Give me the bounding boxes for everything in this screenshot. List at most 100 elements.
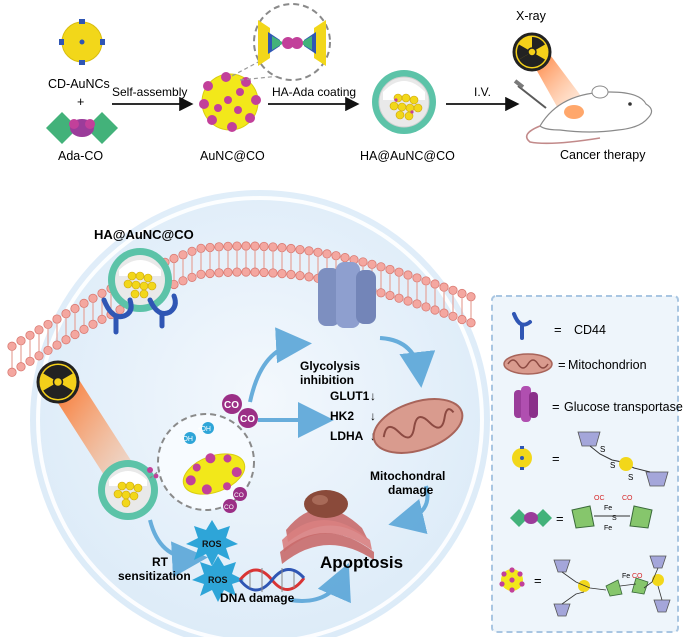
ldha-label: LDHA: [330, 429, 364, 443]
co-label: CO: [632, 573, 643, 580]
cd44-icon: [512, 312, 532, 340]
lipid-head: [250, 241, 260, 251]
lipid-head: [43, 319, 53, 330]
lipid-head: [430, 305, 440, 315]
lipid-head: [376, 288, 386, 298]
glut1-arrow: ↓: [370, 389, 376, 403]
lipid-head: [232, 267, 242, 277]
ros-burst: [192, 556, 244, 602]
lipid-head: [97, 288, 107, 298]
co-bubble: [238, 408, 258, 428]
co-small-text: CO: [224, 504, 234, 511]
legend-eq: =: [552, 451, 560, 466]
legend-eq: =: [554, 322, 562, 337]
irradiated-particle: [98, 460, 159, 520]
lipid-head: [394, 267, 404, 277]
lipid-head: [196, 243, 206, 253]
lipid-head: [259, 241, 269, 252]
lipid-head: [241, 241, 251, 251]
xray-label: X-ray: [516, 9, 547, 23]
co-label: CO: [622, 495, 633, 502]
glycolysis-label: Glycolysis: [300, 359, 360, 373]
glucose-transporter: [318, 262, 376, 328]
mouse-illustration: [513, 79, 653, 145]
cd-aunc-icon: [59, 19, 105, 65]
co-text: CO: [240, 414, 255, 425]
lipid-head: [52, 340, 62, 350]
lipid-head: [403, 270, 413, 280]
cd-aunc-legend-icon: [512, 446, 532, 470]
lipid-head: [367, 259, 377, 269]
ada-co-label: Ada-CO: [58, 149, 103, 163]
lipid-head: [277, 243, 287, 253]
lipid-head: [313, 247, 323, 257]
lipid-head: [268, 268, 278, 278]
lipid-head: [457, 314, 467, 325]
lipid-head: [43, 345, 53, 356]
glut1-label: GLUT1: [330, 389, 370, 403]
aunc-co-legend-icon: [499, 567, 525, 593]
ros-text: ROS: [208, 575, 228, 585]
oh-radical: •OH: [198, 426, 211, 433]
lipid-head: [448, 311, 458, 321]
lipid-head: [268, 242, 278, 252]
lipid-head: [115, 305, 125, 315]
glucose-transporter-icon: [514, 386, 538, 422]
lipid-head: [241, 267, 251, 277]
lipid-head: [88, 293, 98, 303]
lipid-head: [331, 251, 341, 261]
sulfur-label: S: [612, 515, 617, 522]
lipid-head: [277, 269, 287, 279]
lipid-head: [97, 314, 107, 324]
self-assembly-label: Self-assembly: [112, 85, 187, 99]
lipid-head: [61, 309, 71, 319]
mitochondrion: [372, 398, 464, 454]
lipid-head: [448, 285, 458, 295]
legend-eq: =: [556, 511, 564, 526]
lipid-head: [286, 243, 296, 254]
lipid-head: [421, 302, 431, 312]
radiation-icon: [36, 360, 80, 404]
legend-box: [491, 295, 679, 633]
legend-mito: Mitochondrion: [568, 358, 647, 372]
lipid-head: [412, 299, 422, 309]
zoom-inset: [253, 3, 331, 81]
iv-label: I.V.: [474, 85, 491, 99]
lipid-head: [286, 269, 296, 280]
lipid-head: [7, 367, 17, 377]
lipid-head: [439, 282, 449, 292]
mito-damage-label-1: Mitochondral: [370, 469, 445, 483]
legend-eq: =: [534, 573, 542, 588]
lipid-head: [376, 262, 386, 272]
ha-aunc-co-label: HA@AuNC@CO: [360, 149, 455, 163]
lipid-head: [214, 268, 224, 278]
lipid-head: [457, 288, 467, 299]
lipid-head: [187, 272, 197, 282]
lipid-head: [403, 296, 413, 306]
hk2-arrow: ↓: [370, 409, 376, 423]
lipid-head: [34, 351, 44, 361]
lipid-head: [412, 273, 422, 283]
lipid-head: [79, 298, 89, 308]
inhibition-label: inhibition: [300, 373, 354, 387]
lipid-head: [223, 241, 233, 251]
cell-ha-particle: [108, 248, 172, 312]
lipid-head: [430, 279, 440, 289]
lipid-head: [358, 257, 368, 267]
lipid-head: [466, 292, 476, 302]
lipid-head: [322, 249, 332, 259]
ha-coating-label: HA-Ada coating: [272, 85, 356, 99]
lipid-head: [466, 318, 476, 328]
ha-aunc-co-particle: [372, 70, 436, 134]
lipid-head: [25, 356, 35, 366]
legend-eq: =: [558, 357, 566, 372]
plus-sign: +: [77, 95, 84, 109]
co-small-text: CO: [234, 492, 244, 499]
legend-cd44: CD44: [574, 323, 606, 337]
yellow-particle: [182, 453, 246, 495]
aunc-co-particle: [199, 72, 261, 132]
lipid-head: [61, 335, 71, 345]
lipid-head: [16, 336, 26, 346]
lipid-head: [385, 290, 395, 301]
lipid-head: [52, 314, 62, 324]
